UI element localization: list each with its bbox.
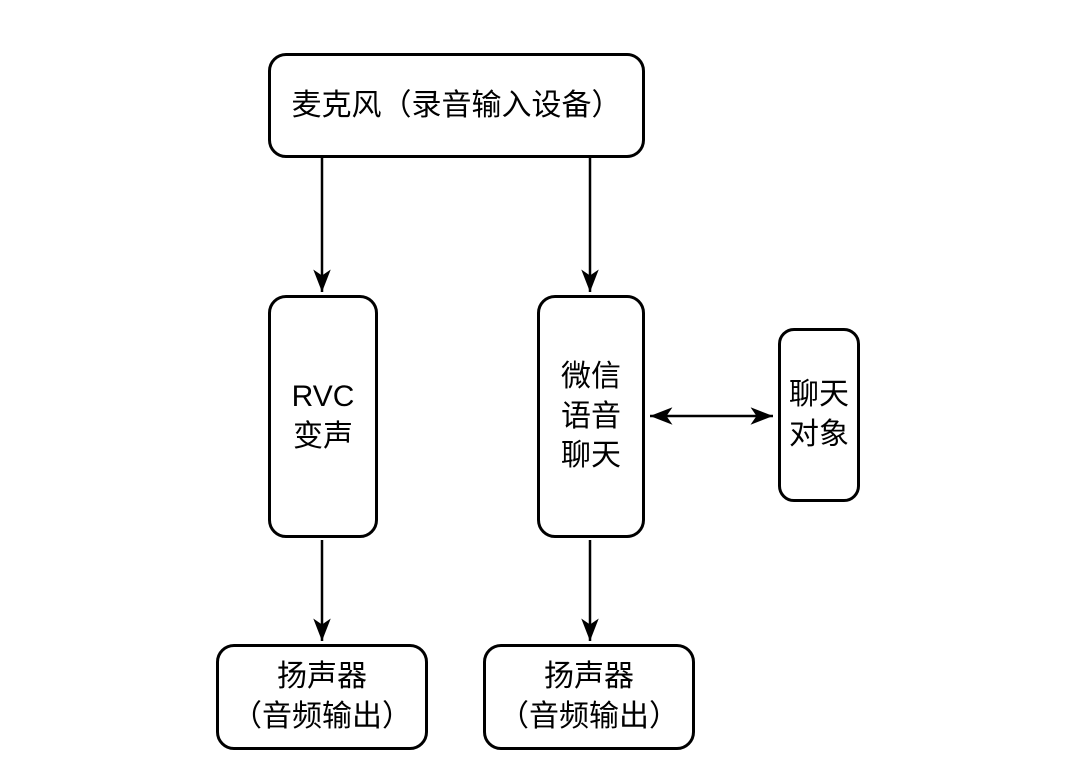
node-wechat-voice-chat: 微信 语音 聊天 <box>537 295 645 538</box>
node-microphone-label: 麦克风（录音输入设备） <box>291 88 622 122</box>
node-speaker-right-label-line1: 扬声器 <box>544 660 634 694</box>
node-rvc-voice-changer: RVC 变声 <box>268 295 378 538</box>
node-microphone: 麦克风（录音输入设备） <box>268 53 645 158</box>
node-wechat-label-line3: 聊天 <box>561 439 621 473</box>
node-speaker-right: 扬声器 （音频输出） <box>483 644 695 750</box>
node-speaker-left: 扬声器 （音频输出） <box>216 644 428 750</box>
node-speaker-left-label-line1: 扬声器 <box>277 660 367 694</box>
node-speaker-right-label-line2: （音频输出） <box>499 700 679 733</box>
node-chat-partner: 聊天 对象 <box>778 328 860 502</box>
node-chat-partner-label-line1: 聊天 <box>789 378 849 412</box>
node-rvc-label-line1: RVC <box>291 379 355 413</box>
node-chat-partner-label-line2: 对象 <box>789 418 849 451</box>
node-wechat-label-line1: 微信 <box>561 360 621 394</box>
node-wechat-label-line2: 语音 <box>561 399 621 433</box>
node-speaker-left-label-line2: （音频输出） <box>232 700 412 733</box>
node-rvc-label-line2: 变声 <box>293 419 353 453</box>
